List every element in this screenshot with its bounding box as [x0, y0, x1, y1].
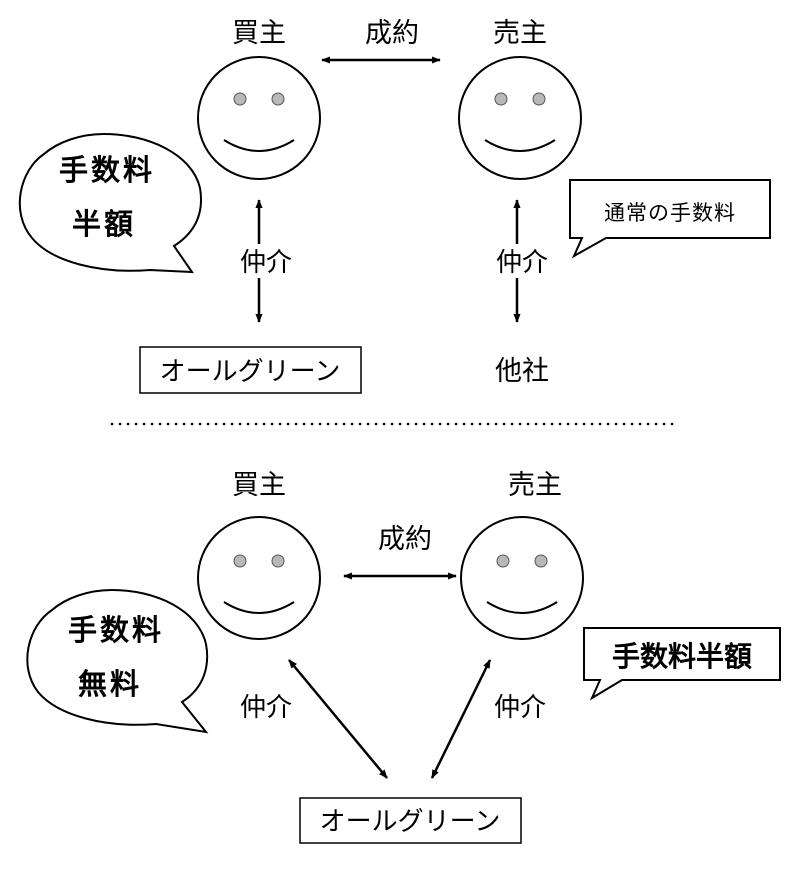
bottom-scenario: 買主 売主 成約 仲介 仲介 オールグリーン 手数料 無料 手数料半額 — [26, 470, 781, 844]
top-seller-face-icon — [458, 56, 582, 180]
bottom-right-mediation-arrow — [430, 659, 492, 779]
bottom-bubble-left-line1: 手数料 — [68, 613, 164, 647]
bottom-left-speech-bubble — [26, 588, 209, 734]
bottom-right-callout — [583, 627, 781, 701]
top-buyer-face-icon — [197, 56, 321, 180]
top-right-callout — [569, 179, 771, 259]
top-buyer-label: 買主 — [232, 18, 286, 49]
bottom-contract-label: 成約 — [378, 524, 432, 555]
top-contract-label: 成約 — [365, 18, 419, 49]
bottom-seller-label: 売主 — [508, 470, 562, 501]
bottom-left-mediation-arrow — [288, 659, 388, 779]
top-agent-label: オールグリーン — [160, 357, 341, 387]
top-seller-label: 売主 — [493, 18, 547, 49]
bottom-buyer-face-icon — [197, 516, 321, 640]
bottom-right-mediation-label: 仲介 — [494, 693, 546, 723]
bottom-bubble-left-line2: 無料 — [78, 667, 142, 701]
top-scenario: 買主 売主 成約 仲介 仲介 オールグリーン 他社 手 — [18, 18, 771, 394]
top-other-agent-label: 他社 — [495, 356, 549, 387]
top-bubble-left-line2: 半額 — [72, 207, 136, 241]
bottom-seller-face-icon — [460, 516, 584, 640]
top-agent-box — [139, 346, 362, 394]
top-left-mediation-label: 仲介 — [240, 248, 292, 278]
top-left-speech-bubble — [18, 132, 202, 274]
bottom-buyer-label: 買主 — [232, 470, 286, 501]
top-right-mediation-label: 仲介 — [496, 248, 548, 278]
top-bubble-left-line1: 手数料 — [59, 153, 155, 187]
bottom-agent-label: オールグリーン — [320, 807, 501, 837]
bottom-callout-label: 手数料半額 — [612, 640, 752, 673]
bottom-left-mediation-label: 仲介 — [240, 693, 292, 723]
top-callout-label: 通常の手数料 — [604, 201, 736, 225]
bottom-agent-box — [299, 797, 522, 844]
